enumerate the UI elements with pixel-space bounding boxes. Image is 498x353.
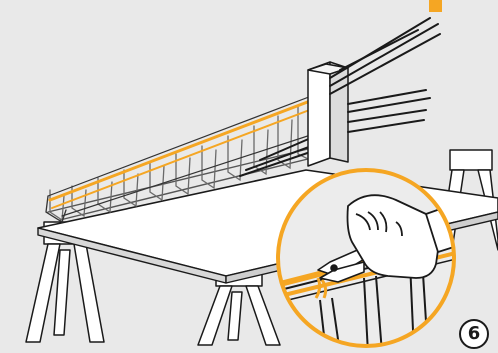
header-accent-tab (429, 0, 442, 12)
step-number: 6 (458, 318, 490, 350)
column-post (308, 62, 348, 166)
